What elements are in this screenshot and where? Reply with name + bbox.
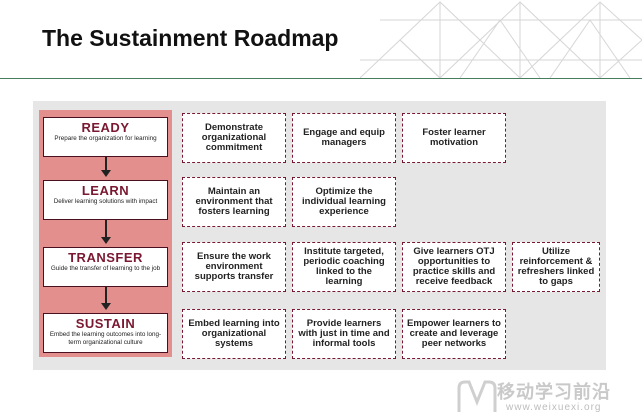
stage-name: READY: [81, 120, 130, 135]
geometric-pattern-decoration: [360, 1, 642, 79]
activity-box: Foster learner motivation: [402, 113, 506, 163]
stage-ready: READY Prepare the organization for learn…: [43, 117, 168, 157]
stage-description: Deliver learning solutions with impact: [53, 198, 158, 205]
stage-description: Guide the transfer of learning to the jo…: [50, 265, 161, 272]
flow-arrow-stem: [105, 220, 107, 238]
activity-box: Utilize reinforcement & refreshers linke…: [512, 242, 600, 292]
activity-box: Institute targeted, periodic coaching li…: [292, 242, 396, 292]
watermark-text: 移动学习前沿: [497, 382, 611, 402]
stage-sustain: SUSTAIN Embed the learning outcomes into…: [43, 313, 168, 353]
stage-name: LEARN: [81, 183, 130, 198]
title-divider: [0, 78, 642, 79]
stage-description: Embed the learning outcomes into long-te…: [49, 331, 162, 346]
activity-box: Optimize the individual learning experie…: [292, 177, 396, 227]
activity-box: Demonstrate organizational commitment: [182, 113, 286, 163]
activity-box: Maintain an environment that fosters lea…: [182, 177, 286, 227]
stage-name: TRANSFER: [68, 250, 143, 265]
page-title: The Sustainment Roadmap: [42, 25, 339, 51]
activity-box: Engage and equip managers: [292, 113, 396, 163]
activity-box: Empower learners to create and leverage …: [402, 309, 506, 359]
stage-transfer: TRANSFER Guide the transfer of learning …: [43, 247, 168, 287]
flow-arrow-head: [101, 303, 111, 310]
stage-learn: LEARN Deliver learning solutions with im…: [43, 180, 168, 220]
activity-box: Ensure the work environment supports tra…: [182, 242, 286, 292]
flow-arrow-head: [101, 237, 111, 244]
flow-arrow-head: [101, 170, 111, 177]
activity-box: Provide learners with just in time and i…: [292, 309, 396, 359]
flow-arrow-stem: [105, 157, 107, 171]
stage-name: SUSTAIN: [75, 316, 136, 331]
activity-box: Give learners OTJ opportunities to pract…: [402, 242, 506, 292]
watermark-url: www.weixuexi.org: [506, 402, 602, 413]
watermark-logo-icon: [457, 380, 497, 412]
activity-box: Embed learning into organizational syste…: [182, 309, 286, 359]
flow-arrow-stem: [105, 287, 107, 304]
stage-description: Prepare the organization for learning: [54, 135, 157, 142]
